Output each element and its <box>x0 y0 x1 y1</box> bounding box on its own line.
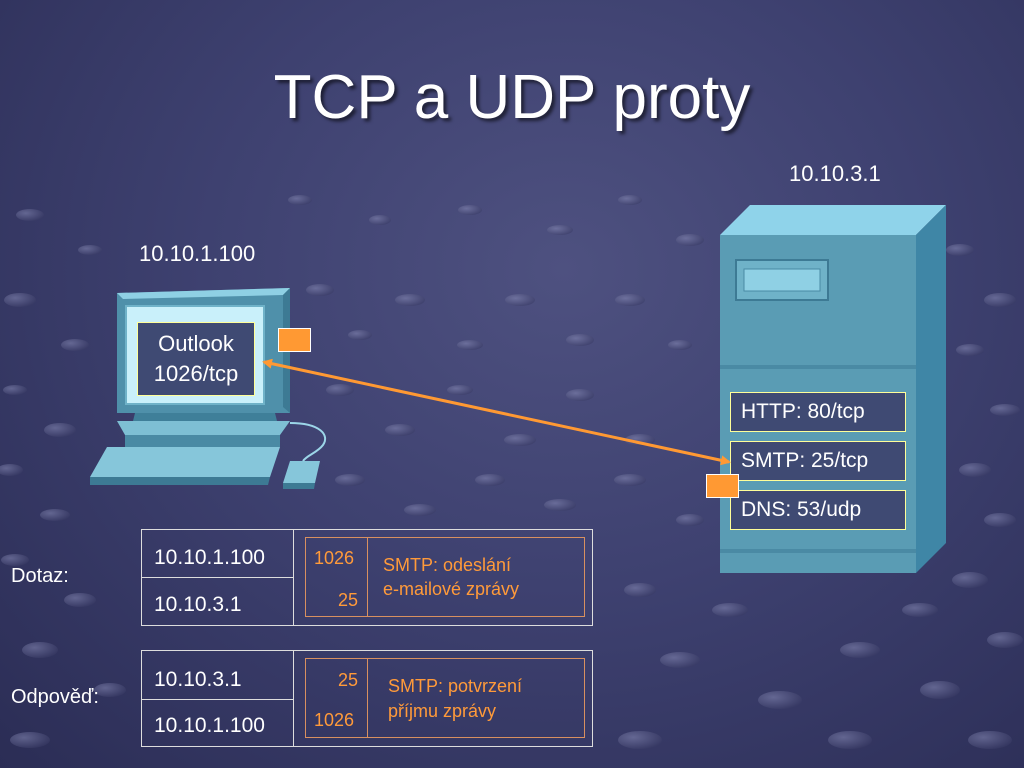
client-ip: 10.10.1.100 <box>139 241 256 266</box>
server-ip: 10.10.3.1 <box>789 161 881 186</box>
server-port-marker <box>706 474 739 498</box>
query-row-divider <box>141 577 293 578</box>
client-app-name: Outlook <box>158 331 234 356</box>
response-dst-port: 1026 <box>314 710 355 730</box>
response-table <box>141 650 593 747</box>
query-desc-line1: SMTP: odeslání <box>383 555 512 575</box>
response-row-divider <box>141 699 293 700</box>
client-port-marker <box>278 328 311 352</box>
client-app-box: Outlook 1026/tcp <box>137 322 255 396</box>
response-divider <box>293 650 294 747</box>
response-inner-box <box>305 658 585 738</box>
query-dst-ip: 10.10.3.1 <box>154 593 242 616</box>
client-app-port: 1026/tcp <box>153 361 239 386</box>
response-desc-line1: SMTP: potvrzení <box>388 676 523 696</box>
query-dst-port: 25 <box>338 590 359 610</box>
service-smtp: SMTP: 25/tcp <box>730 441 906 481</box>
slide-title: TCP a UDP proty <box>273 63 751 132</box>
response-desc-line2: příjmu zprávy <box>388 701 497 721</box>
query-src-port: 1026 <box>314 548 355 568</box>
query-desc-line2: e-mailové zprávy <box>383 579 520 599</box>
response-label: Odpověď: <box>11 686 99 708</box>
service-http: HTTP: 80/tcp <box>730 392 906 432</box>
response-src-ip: 10.10.3.1 <box>154 668 242 691</box>
query-label: Dotaz: <box>11 565 69 587</box>
response-dst-ip: 10.10.1.100 <box>154 714 265 737</box>
query-divider <box>293 529 294 626</box>
service-dns: DNS: 53/udp <box>730 490 906 530</box>
response-inner-divider <box>367 658 368 738</box>
query-src-ip: 10.10.1.100 <box>154 546 265 569</box>
response-src-port: 25 <box>338 670 359 690</box>
query-inner-box <box>305 537 585 617</box>
query-inner-divider <box>367 537 368 617</box>
